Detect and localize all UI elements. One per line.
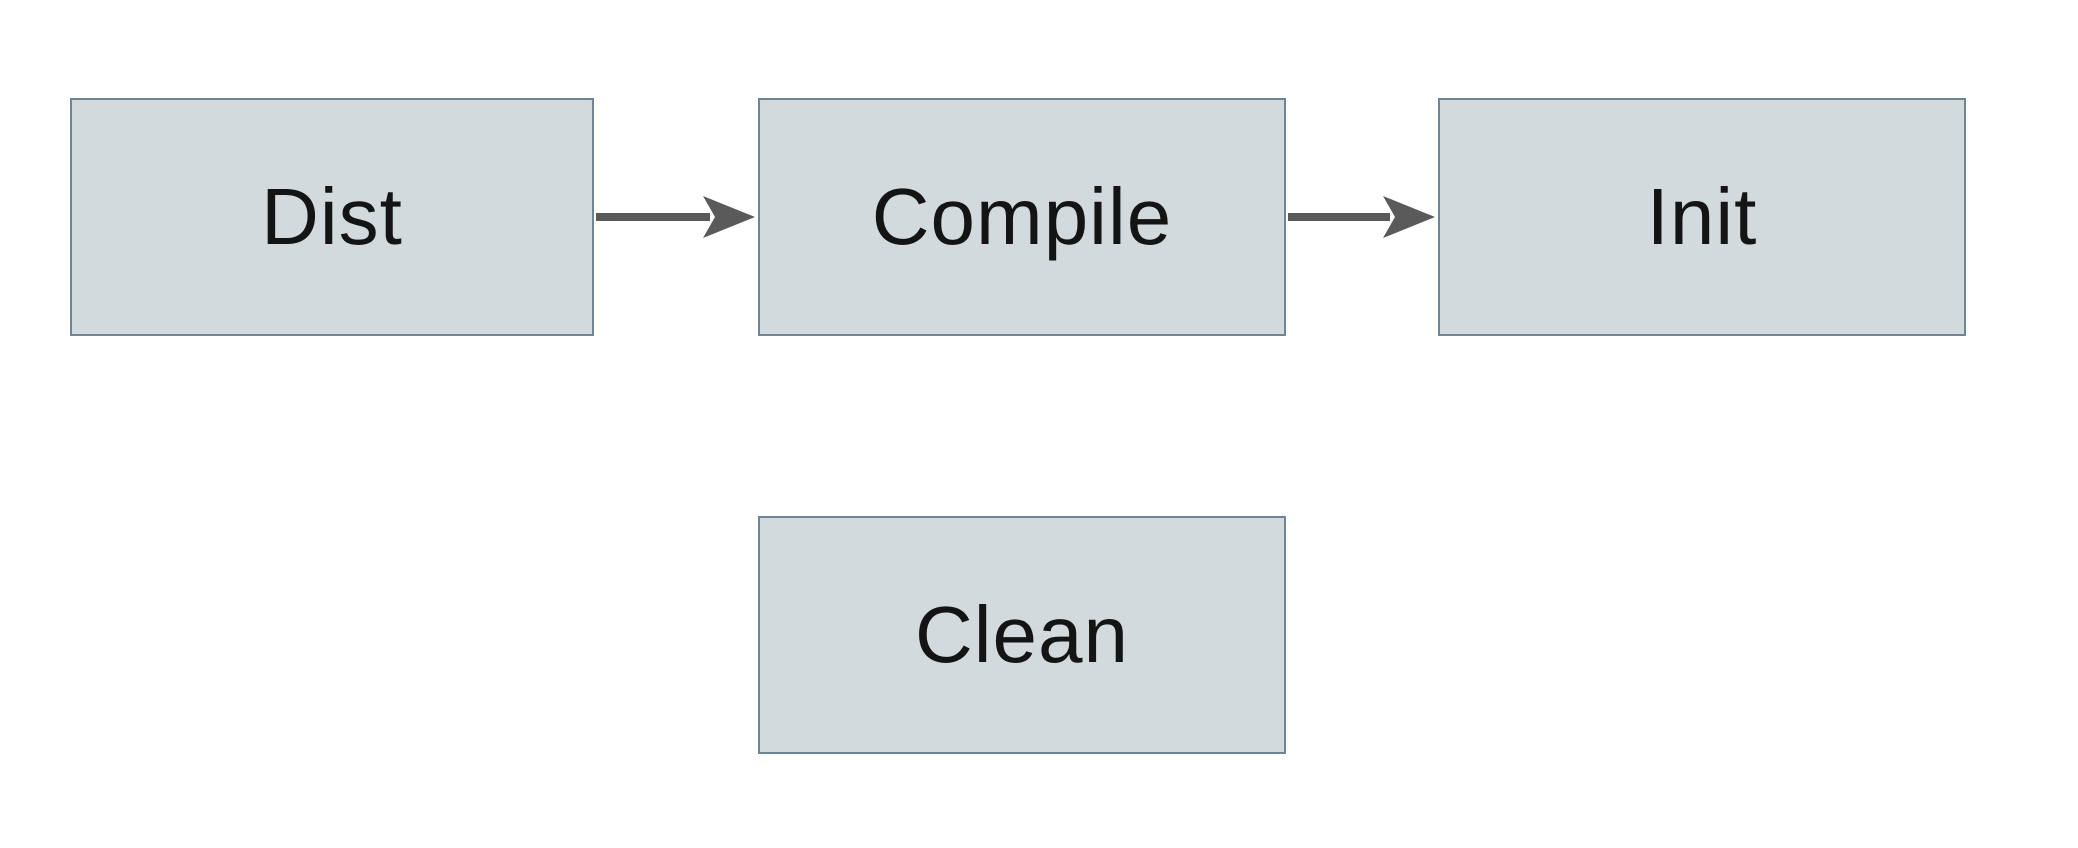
- edge-compile-to-init[interactable]: [1288, 196, 1435, 238]
- node-clean-label: Clean: [914, 590, 1130, 679]
- node-dist[interactable]: Dist: [70, 98, 594, 336]
- arrowhead-icon: [703, 196, 755, 238]
- arrowhead-icon: [1383, 196, 1435, 238]
- edge-dist-to-compile[interactable]: [596, 196, 755, 238]
- node-clean[interactable]: Clean: [758, 516, 1286, 754]
- node-init[interactable]: Init: [1438, 98, 1966, 336]
- node-compile[interactable]: Compile: [758, 98, 1286, 336]
- node-compile-label: Compile: [871, 172, 1173, 261]
- node-init-label: Init: [1646, 172, 1758, 261]
- node-dist-label: Dist: [261, 172, 403, 261]
